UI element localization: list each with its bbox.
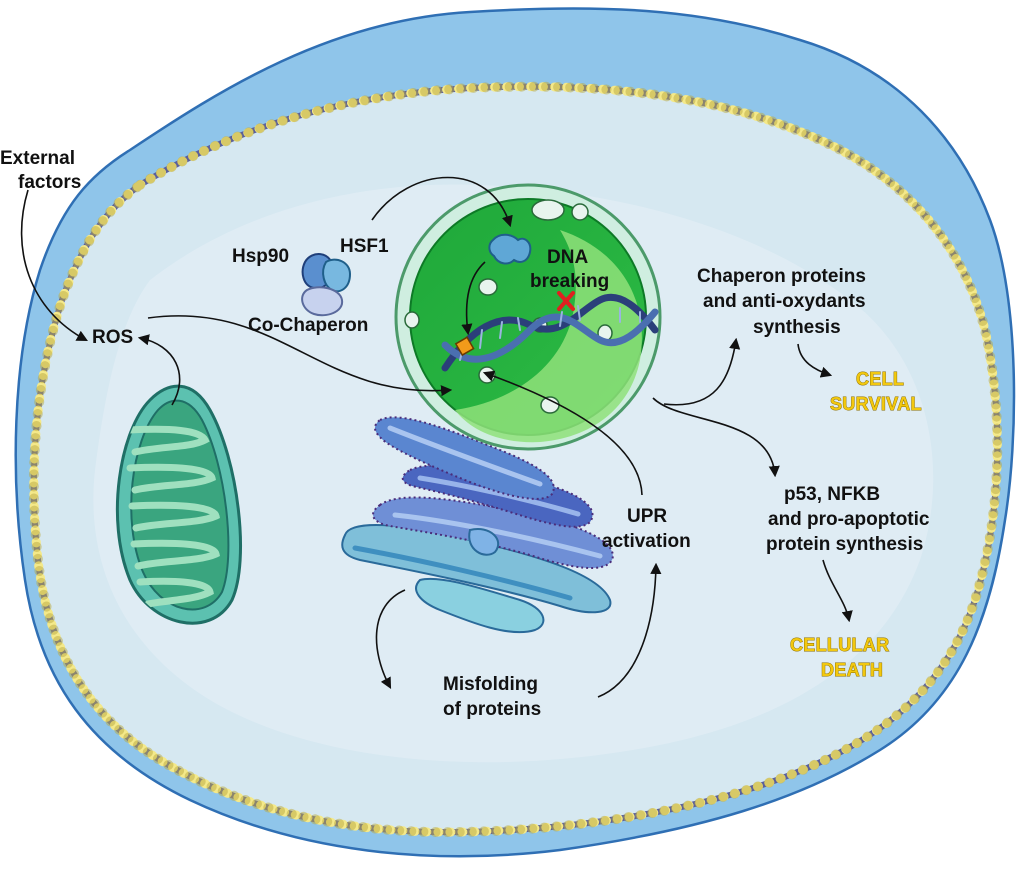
label-chaperon-line2: and anti-oxydants xyxy=(703,291,866,312)
arrow-ros-to-nucleus xyxy=(147,315,453,397)
arrow-upr-to-dna xyxy=(482,370,643,496)
label-misfolding-line2: of proteins xyxy=(443,699,541,720)
arrow-mito-to-ros xyxy=(137,334,181,406)
arrow-external-to-ros xyxy=(20,189,88,342)
arrow-nucleus-to-p53 xyxy=(652,397,780,478)
arrow-misfolding-to-upr xyxy=(597,562,662,698)
label-p53-line3: protein synthesis xyxy=(766,534,923,555)
label-upr-line2: activation xyxy=(602,531,691,552)
arrow-chaperon-to-survival xyxy=(797,343,833,378)
label-cell-survival-line2: SURVIVAL xyxy=(830,394,922,414)
membrane-beads xyxy=(28,81,1003,838)
label-dna-breaking-line2: breaking xyxy=(530,271,609,292)
dna-helix xyxy=(441,293,659,372)
label-chaperon-line3: synthesis xyxy=(753,317,841,338)
hsf1-nuclear-icon xyxy=(488,233,532,265)
label-hsf1: HSF1 xyxy=(340,236,389,257)
endoplasmic-reticulum xyxy=(341,416,614,634)
arrow-hsf1-to-nucleus xyxy=(371,176,513,228)
label-cochaperon: Co-Chaperon xyxy=(248,315,368,336)
label-cellular-death-line1: CELLULAR xyxy=(790,635,889,655)
arrow-er-to-misfolding xyxy=(375,589,406,689)
dna-break-mark xyxy=(557,291,575,311)
label-cell-survival-line1: CELL xyxy=(856,369,904,389)
nucleus xyxy=(394,183,662,451)
arrow-p53-to-death xyxy=(822,559,853,623)
label-dna-breaking-line1: DNA xyxy=(547,247,588,268)
label-upr-line1: UPR xyxy=(627,506,667,527)
arrow-nucleus-to-chaperon xyxy=(663,337,741,406)
hsp90-complex-icon xyxy=(301,253,352,317)
label-p53-line1: p53, NFKB xyxy=(784,484,880,505)
label-external-factors-line1: External xyxy=(0,148,75,169)
mitochondrion xyxy=(115,384,243,625)
damage-site-marker xyxy=(454,336,475,357)
label-misfolding-line1: Misfolding xyxy=(443,674,538,695)
label-cellular-death-line2: DEATH xyxy=(821,660,883,680)
label-external-factors-line2: factors xyxy=(18,172,81,193)
label-chaperon-line1: Chaperon proteins xyxy=(697,266,866,287)
label-hsp90: Hsp90 xyxy=(232,246,289,267)
label-p53-line2: and pro-apoptotic xyxy=(768,509,930,530)
arrow-hsf1-to-dna xyxy=(461,261,486,336)
label-ros: ROS xyxy=(92,327,133,348)
